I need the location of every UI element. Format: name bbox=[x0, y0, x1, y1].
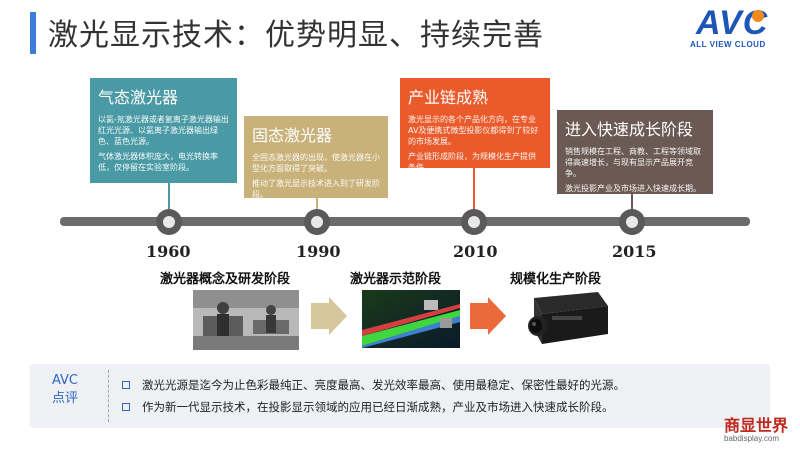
card-text: 气体激光器体积庞大，电光转换率低，仅停留在实验室阶段。 bbox=[98, 152, 218, 172]
card-stem bbox=[316, 198, 318, 211]
card-title: 固态激光器 bbox=[252, 126, 333, 145]
lab-photo bbox=[193, 290, 299, 350]
watermark-bottom: babdisplay.com bbox=[724, 434, 779, 443]
review-tag-line2: 点评 bbox=[51, 391, 78, 406]
card-solid-laser: 固态激光器 全固态激光器的出现，使激光器在小型化方面取得了突破。 推动了激光显示… bbox=[244, 116, 388, 199]
logo-subtitle: ALL VIEW CLOUD bbox=[690, 40, 766, 49]
review-tag-line1: AVC bbox=[51, 373, 79, 388]
timeline-node bbox=[304, 209, 330, 235]
review-bullet: 激光光源是迄今为止色彩最纯正、亮度最高、发光效率最高、使用最稳定、保密性最好的光… bbox=[122, 377, 625, 393]
card-text: 全固态激光器的出现，使激光器在小型化方面取得了突破。 bbox=[252, 153, 380, 173]
progress-arrow-body bbox=[470, 303, 488, 329]
progress-arrow-body bbox=[311, 303, 329, 329]
page-title: 激光显示技术：优势明显、持续完善 bbox=[48, 18, 544, 53]
card-text: 销售规模在工程、商教、工程等领域取得高速增长，与现有显示产品展开竞争。 bbox=[565, 147, 701, 178]
review-panel bbox=[30, 364, 770, 428]
timeline-bar bbox=[60, 217, 750, 226]
card-title: 进入快速成长阶段 bbox=[565, 120, 694, 139]
stage-label: 规模化生产阶段 bbox=[510, 272, 602, 287]
card-title: 气态激光器 bbox=[98, 88, 179, 107]
review-tag: AVC 点评 bbox=[40, 372, 90, 408]
card-text: 产业链形成阶段，为规模化生产提供条件。 bbox=[408, 152, 536, 172]
projector-photo bbox=[528, 292, 608, 344]
logo-dot-icon bbox=[752, 10, 764, 22]
square-bullet-icon bbox=[122, 402, 130, 411]
review-bullet: 作为新一代显示技术，在投影显示领域的应用已经日渐成熟，产业及市场进入快速成长阶段… bbox=[122, 399, 614, 415]
laser-demo-photo bbox=[362, 290, 460, 348]
year-label: 1960 bbox=[146, 242, 191, 261]
card-text: 以氦-氖激光器或者氩离子激光器输出红光光源、以氦离子激光器输出绿色、蓝色光源。 bbox=[98, 115, 229, 146]
card-text: 推动了激光显示技术进入到了研发阶段。 bbox=[252, 179, 380, 199]
year-label: 2015 bbox=[612, 242, 657, 261]
review-bullet-text: 作为新一代显示技术，在投影显示领域的应用已经日渐成熟，产业及市场进入快速成长阶段… bbox=[142, 400, 614, 414]
avc-logo: AVC ALL VIEW CLOUD bbox=[690, 6, 794, 52]
card-text: 激光投影产业及市场进入快速成长期。 bbox=[565, 184, 701, 193]
progress-arrow-icon bbox=[488, 297, 506, 335]
site-watermark: 商显世界 babdisplay.com bbox=[724, 418, 798, 448]
card-stem bbox=[631, 194, 633, 211]
timeline-node bbox=[461, 209, 487, 235]
year-label: 1990 bbox=[296, 242, 341, 261]
year-label: 2010 bbox=[453, 242, 498, 261]
title-accent-bar bbox=[30, 12, 36, 54]
card-stem bbox=[168, 183, 170, 211]
card-text: 激光显示的各个产品化方向，在专业AV及便携式微型投影仪都得到了较好的市场发展。 bbox=[408, 115, 539, 146]
watermark-top: 商显世界 bbox=[724, 416, 789, 435]
timeline-node bbox=[619, 209, 645, 235]
timeline-node bbox=[156, 209, 182, 235]
card-rapid-growth: 进入快速成长阶段 销售规模在工程、商教、工程等领域取得高速增长，与现有显示产品展… bbox=[557, 110, 713, 194]
stage-label: 激光器示范阶段 bbox=[350, 272, 442, 287]
card-gas-laser: 气态激光器 以氦-氖激光器或者氩离子激光器输出红光光源、以氦离子激光器输出绿色、… bbox=[90, 78, 237, 183]
card-stem bbox=[473, 168, 475, 211]
square-bullet-icon bbox=[122, 380, 130, 389]
card-industry-chain: 产业链成熟 激光显示的各个产品化方向，在专业AV及便携式微型投影仪都得到了较好的… bbox=[400, 78, 550, 172]
stage-label: 激光器概念及研发阶段 bbox=[160, 272, 291, 287]
review-bullet-text: 激光光源是迄今为止色彩最纯正、亮度最高、发光效率最高、使用最稳定、保密性最好的光… bbox=[142, 378, 625, 392]
review-divider bbox=[108, 370, 110, 422]
card-title: 产业链成熟 bbox=[408, 88, 489, 107]
progress-arrow-icon bbox=[329, 297, 347, 335]
